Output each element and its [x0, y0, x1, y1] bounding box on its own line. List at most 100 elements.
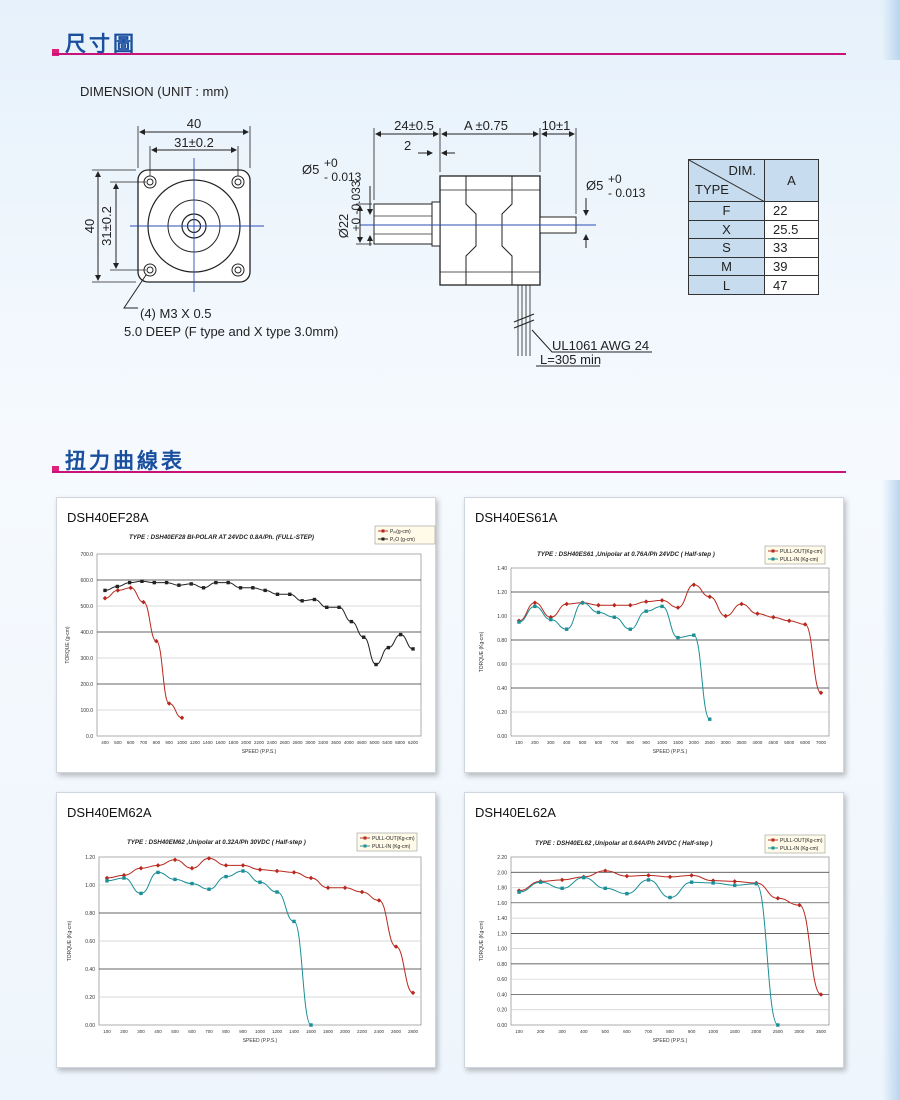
side-decoration — [882, 480, 900, 1100]
x-tick-label: 700 — [205, 1029, 213, 1034]
data-point — [122, 876, 126, 880]
plot-area — [510, 567, 830, 737]
data-point — [201, 586, 206, 590]
x-tick-label: 1500 — [730, 1029, 741, 1034]
y-tick-label: 0.40 — [497, 992, 507, 998]
x-tick-label: 700 — [645, 1029, 653, 1034]
data-point — [564, 627, 569, 631]
data-point — [660, 604, 664, 609]
phi5-rear-tol-down: - 0.013 — [608, 186, 646, 200]
data-point — [325, 605, 329, 609]
cable-length-label: L=305 min — [540, 352, 601, 367]
phi5-front-tol-down: - 0.013 — [324, 170, 362, 184]
data-point — [308, 875, 314, 881]
data-point — [517, 620, 521, 624]
data-point — [723, 613, 728, 619]
x-tick-label: 100 — [103, 1029, 111, 1034]
x-tick-label: 600 — [188, 1029, 196, 1034]
plot-area — [510, 856, 830, 1026]
data-point — [560, 886, 564, 891]
x-tick-label: 2600 — [280, 740, 291, 745]
data-point — [644, 609, 648, 613]
y-tick-label: 1.20 — [497, 590, 507, 596]
y-tick-label: 0.00 — [85, 1023, 95, 1029]
data-point — [668, 895, 672, 900]
y-tick-label: 0.00 — [497, 1023, 507, 1029]
x-tick-label: 2000 — [689, 740, 700, 745]
data-point — [189, 582, 193, 586]
row-type: F — [688, 201, 765, 221]
legend-label: PULL-IN (Kg-cm) — [372, 844, 411, 850]
y-axis-label: TORQUE (Kg-cm) — [67, 920, 73, 961]
y-tick-label: 300.0 — [80, 656, 93, 662]
x-tick-label: 400 — [154, 1029, 162, 1034]
shaft-length-label: 24±0.5 — [394, 118, 434, 133]
data-point — [300, 599, 304, 603]
y-tick-label: 0.60 — [497, 977, 507, 983]
data-point — [596, 610, 601, 615]
x-tick-label: 2200 — [254, 740, 265, 745]
y-tick-label: 0.60 — [497, 662, 507, 668]
data-point — [646, 878, 651, 882]
phi22-label: Ø22 — [336, 214, 351, 239]
dimension-unit-label: DIMENSION (UNIT : mm) — [80, 84, 229, 99]
data-point — [359, 889, 365, 895]
x-tick-label: 1500 — [673, 740, 684, 745]
legend-label: PULL-IN (Kg-cm) — [780, 846, 819, 852]
chart-panel-title: DSH40ES61A — [475, 510, 558, 525]
data-point — [312, 597, 317, 602]
height-31-label: 31±0.2 — [99, 206, 114, 246]
x-tick-label: 1400 — [203, 740, 214, 745]
x-tick-label: 4000 — [752, 740, 763, 745]
data-point — [309, 1023, 313, 1027]
x-tick-label: 500 — [114, 740, 122, 745]
row-a: 39 — [764, 256, 819, 277]
y-tick-label: 1.40 — [497, 566, 507, 572]
x-tick-label: 2400 — [267, 740, 278, 745]
x-tick-label: 6200 — [408, 740, 419, 745]
row-type: M — [688, 256, 765, 277]
x-tick-label: 600 — [623, 1029, 631, 1034]
y-axis-label: TORQUE (Kg-cm) — [479, 631, 485, 672]
y-tick-label: 0.00 — [497, 734, 507, 740]
phi5-rear-tol-up: +0 — [608, 172, 622, 186]
y-tick-label: 1.40 — [497, 916, 507, 922]
x-tick-label: 2400 — [374, 1029, 385, 1034]
x-tick-label: 900 — [239, 1029, 247, 1034]
y-tick-label: 2.00 — [497, 870, 507, 876]
y-tick-label: 0.40 — [497, 686, 507, 692]
data-point — [251, 586, 255, 590]
side-view: 24±0.5 A ±0.75 10±1 2 Ø5 +0 - 0.013 Ø22 … — [302, 118, 652, 367]
chart-title: TYPE : DSH40EM62 ,Unipolar at 0.32A/Ph 3… — [127, 839, 306, 846]
data-point — [166, 701, 172, 706]
data-point — [288, 592, 292, 596]
data-point — [786, 618, 792, 624]
data-point — [224, 874, 228, 879]
legend-box — [764, 545, 826, 565]
x-tick-label: 1000 — [708, 1029, 719, 1034]
x-tick-label: 500 — [171, 1029, 179, 1034]
x-tick-label: 2000 — [241, 740, 252, 745]
data-point — [754, 882, 758, 886]
x-tick-label: 3000 — [305, 740, 316, 745]
y-tick-label: 400.0 — [80, 630, 93, 636]
data-point — [398, 632, 403, 637]
x-axis-label: SPEED (P.P.S.) — [243, 1038, 278, 1044]
header-dim: DIM. — [728, 163, 756, 178]
x-tick-label: 100 — [515, 740, 523, 745]
x-tick-label: 800 — [153, 740, 161, 745]
data-point — [771, 614, 776, 620]
data-point — [292, 919, 296, 924]
x-tick-label: 1800 — [228, 740, 239, 745]
data-point — [776, 1023, 780, 1027]
legend-marker — [771, 549, 775, 553]
data-point — [173, 877, 177, 882]
x-tick-label: 800 — [627, 740, 635, 745]
x-tick-label: 200 — [537, 1029, 545, 1034]
x-tick-label: 300 — [558, 1029, 566, 1034]
data-point — [646, 873, 651, 878]
y-tick-label: 1.00 — [85, 883, 95, 889]
x-tick-label: 2800 — [292, 740, 303, 745]
